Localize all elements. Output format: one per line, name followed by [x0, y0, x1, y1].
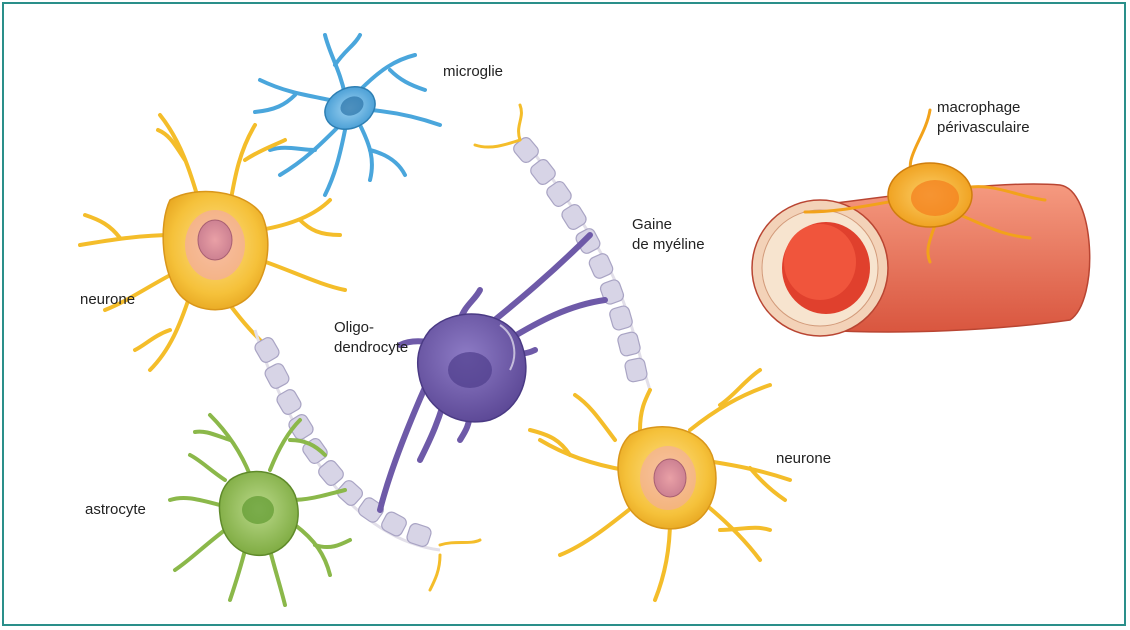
label-macrophage-line1: macrophage [937, 98, 1020, 117]
label-neurone-right: neurone [776, 449, 831, 468]
label-oligo-line2: dendrocyte [334, 338, 408, 357]
microglia-cell [255, 35, 440, 195]
neuron-left [80, 115, 345, 370]
label-myelin-line2: de myéline [632, 235, 705, 254]
label-neurone-left: neurone [80, 290, 135, 309]
label-macrophage-line2: périvasculaire [937, 118, 1030, 137]
astrocyte-cell [170, 415, 350, 605]
label-astrocyte: astrocyte [85, 500, 146, 519]
oligodendrocyte-cell [380, 235, 605, 510]
label-microglie: microglie [443, 62, 503, 81]
neuron-right [530, 370, 790, 600]
label-oligo-line1: Oligo- [334, 318, 374, 337]
label-myelin-line1: Gaine [632, 215, 672, 234]
